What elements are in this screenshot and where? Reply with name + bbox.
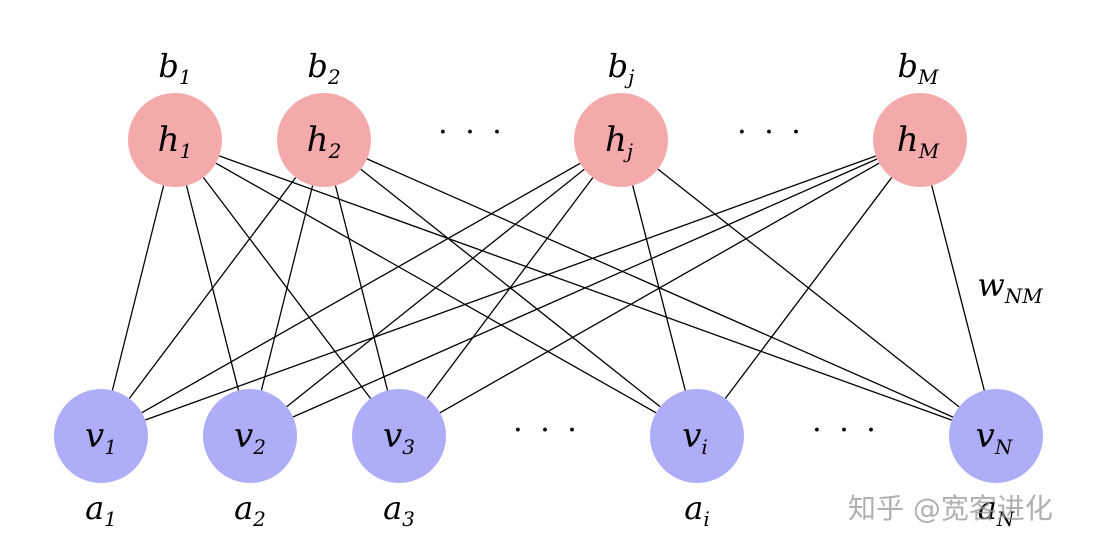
node-label: v	[234, 416, 253, 456]
hidden-layer: h1 b1 h2 b2 hj bj hM bM · · · · · ·	[128, 47, 967, 187]
node-label: v	[682, 416, 701, 456]
visible-node-circle	[203, 389, 297, 483]
bias-label-aN: aN	[978, 489, 1016, 531]
hidden-node-circle	[873, 93, 967, 187]
svg-text:vN: vN	[976, 416, 1014, 459]
svg-text:hM: hM	[897, 120, 940, 163]
connection-edges	[111, 155, 985, 421]
node-label-sub: 1	[104, 435, 117, 459]
hidden-node-circle	[574, 93, 668, 187]
node-label-sub: i	[701, 435, 707, 459]
node-label-sub: 2	[328, 139, 342, 163]
hidden-node-hM: hM bM	[873, 47, 967, 187]
bias-label-b1: b1	[158, 47, 191, 89]
svg-text:v2: v2	[234, 416, 266, 459]
hidden-node-h1: h1 b1	[128, 47, 222, 187]
visible-node-circle	[352, 389, 446, 483]
visible-node-circle	[650, 389, 744, 483]
hidden-node-circle	[277, 93, 371, 187]
svg-text:h1: h1	[158, 120, 193, 163]
hidden-node-circle	[128, 93, 222, 187]
edge-h2-v1	[128, 177, 297, 399]
node-label: v	[383, 416, 402, 456]
svg-text:v3: v3	[383, 416, 415, 459]
node-label: h	[307, 120, 329, 160]
edge-hM-v2	[292, 158, 878, 418]
bias-label-a3: a3	[383, 489, 415, 531]
visible-node-vN: vN aN	[949, 389, 1043, 531]
edge-hj-v1	[141, 162, 581, 414]
visible-layer: v1 a1 v2 a2 v3 a3 vi ai vN aN · · · · · …	[54, 389, 1043, 531]
bias-label-a1: a1	[85, 489, 117, 531]
edge-hM-v3	[439, 162, 880, 414]
visible-node-v2: v2 a2	[203, 389, 297, 531]
edge-h2-v2	[260, 185, 314, 391]
svg-text:vi: vi	[682, 416, 708, 459]
bias-label-bM: bM	[898, 47, 939, 89]
visible-ellipsis: · · ·	[812, 413, 880, 448]
node-label-sub: 3	[402, 435, 415, 459]
svg-text:hj: hj	[605, 120, 633, 163]
node-label: h	[897, 120, 919, 160]
visible-node-v1: v1 a1	[54, 389, 148, 531]
bias-label-a2: a2	[234, 489, 266, 531]
node-label-sub: 1	[180, 139, 193, 163]
edge-hM-vi	[724, 177, 893, 399]
visible-node-vi: vi ai	[650, 389, 744, 531]
node-label-sub: M	[918, 139, 940, 163]
visible-node-circle	[949, 389, 1043, 483]
svg-text:v1: v1	[85, 416, 117, 459]
node-label-sub: 2	[252, 435, 266, 459]
node-label: h	[158, 120, 180, 160]
edge-hM-vN	[931, 185, 985, 391]
edge-h1-v1	[111, 185, 165, 391]
hidden-ellipsis: · · ·	[438, 115, 506, 150]
visible-node-v3: v3 a3	[352, 389, 446, 531]
node-label: v	[85, 416, 104, 456]
watermark: 知乎 @宽客进化	[848, 492, 1053, 525]
node-label-sub: j	[623, 139, 633, 163]
visible-node-circle	[54, 389, 148, 483]
visible-ellipsis: · · ·	[513, 413, 581, 448]
weight-label-wNM: wNM	[977, 266, 1043, 308]
bias-label-bj: bj	[608, 47, 635, 89]
hidden-ellipsis: · · ·	[737, 115, 805, 150]
node-label: v	[976, 416, 995, 456]
edge-hj-v2	[286, 168, 585, 408]
bias-label-b2: b2	[307, 47, 340, 89]
node-label-sub: N	[994, 435, 1014, 459]
node-label: h	[605, 120, 627, 160]
svg-text:h2: h2	[307, 120, 342, 163]
bias-label-ai: ai	[684, 489, 709, 531]
edge-hM-v1	[144, 155, 877, 421]
hidden-node-h2: h2 b2	[277, 47, 371, 187]
hidden-node-hj: hj bj	[574, 47, 668, 187]
